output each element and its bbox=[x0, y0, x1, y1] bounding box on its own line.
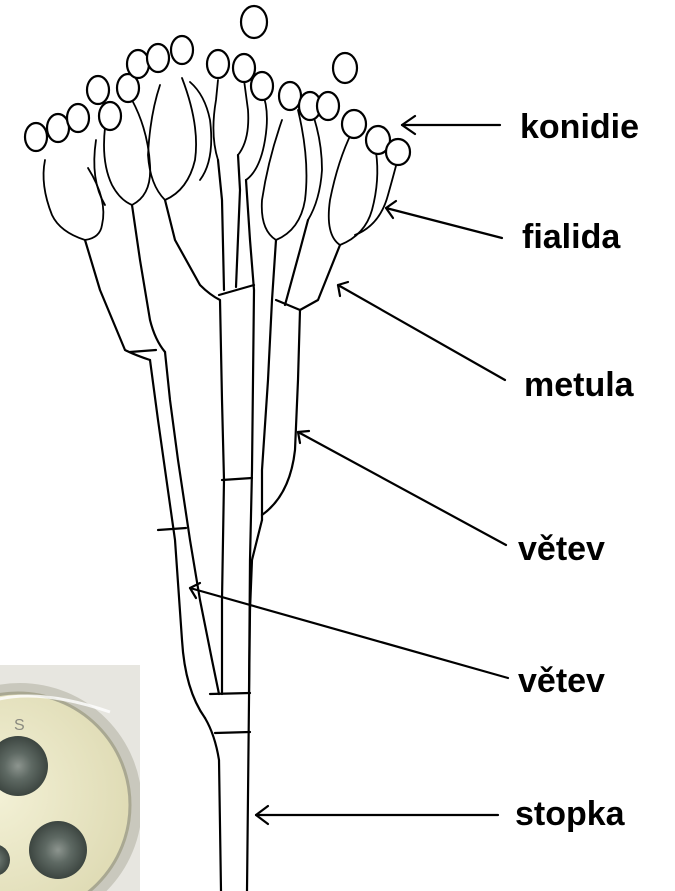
colony-2 bbox=[29, 821, 87, 879]
label-stopka: stopka bbox=[515, 795, 626, 833]
arrow-stopka bbox=[256, 806, 498, 824]
petri-dish-photo: S bbox=[0, 665, 142, 891]
arrow-fialida bbox=[386, 201, 502, 238]
label-vetev-upper: větev bbox=[518, 530, 605, 568]
svg-text:S: S bbox=[14, 717, 25, 734]
branch-middle bbox=[165, 155, 254, 694]
arrow-metula bbox=[338, 282, 505, 380]
label-metula: metula bbox=[524, 366, 635, 404]
branch-right bbox=[262, 220, 340, 520]
labels: konidie fialida metula větev větev stopk… bbox=[515, 108, 639, 833]
label-fialida: fialida bbox=[522, 218, 621, 256]
arrow-vetev-upper bbox=[298, 431, 506, 545]
stipe bbox=[205, 520, 262, 891]
arrow-konidie bbox=[402, 116, 500, 134]
label-konidie: konidie bbox=[520, 108, 639, 146]
arrow-vetev-lower bbox=[190, 583, 508, 678]
label-vetev-lower: větev bbox=[518, 662, 605, 700]
